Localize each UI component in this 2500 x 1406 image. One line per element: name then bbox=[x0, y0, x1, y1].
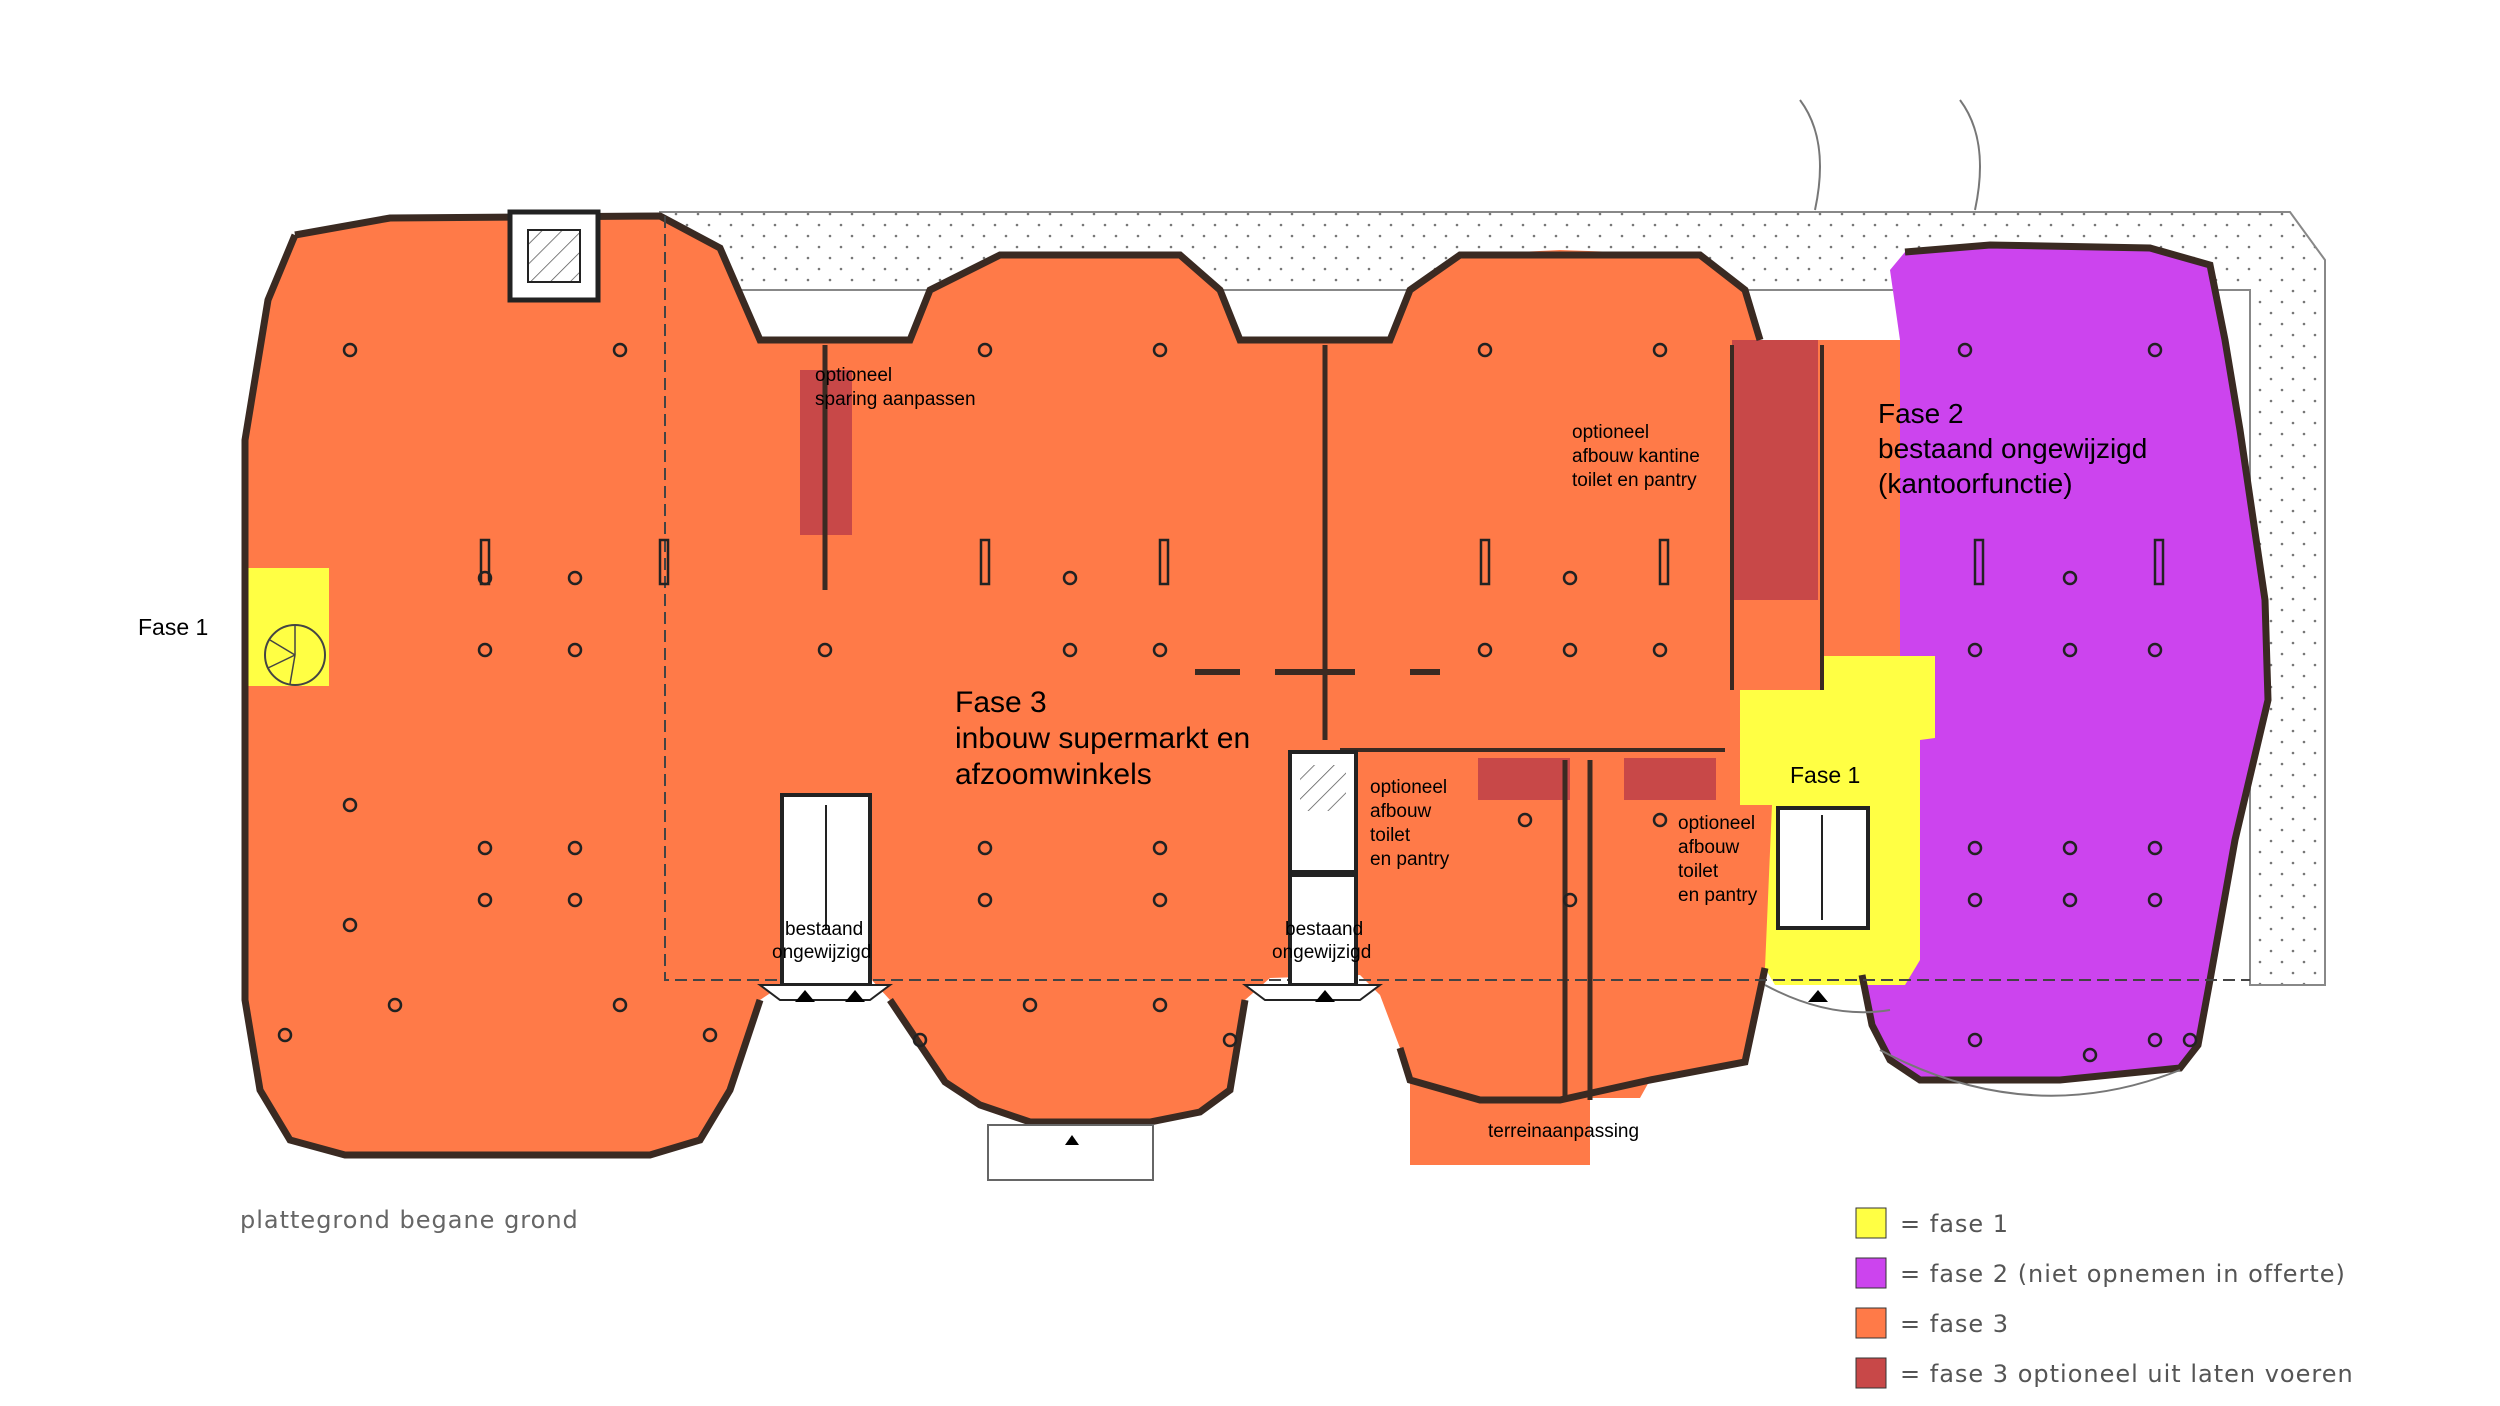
fase3-desc: afzoomwinkels bbox=[955, 758, 1152, 791]
outer-wall bbox=[241, 233, 764, 1159]
legend-swatch-fase3 bbox=[1855, 1307, 1887, 1339]
legend-swatch-fase3-optional bbox=[1855, 1357, 1887, 1389]
pillars bbox=[479, 538, 2165, 586]
entrance-marker bbox=[845, 990, 865, 1002]
stair-a-label: bestaand bbox=[785, 919, 863, 940]
fase3-area bbox=[245, 216, 1900, 1165]
optional-sparing-label: sparing aanpassen bbox=[815, 389, 976, 410]
optional-kantine-label: toilet en pantry bbox=[1572, 470, 1697, 491]
front-step-curve bbox=[1879, 1049, 2181, 1097]
optional-toilet-a-label: en pantry bbox=[1370, 849, 1450, 870]
entrance-marker bbox=[1808, 990, 1828, 1002]
optional-toilet-a-label: afbouw bbox=[1370, 801, 1432, 822]
fase2-title: Fase 2 bbox=[1878, 398, 1964, 429]
fase2-desc: (kantoorfunctie) bbox=[1878, 468, 2073, 499]
legend-swatch-fase2 bbox=[1855, 1257, 1887, 1289]
optional-kantine-label: optioneel bbox=[1572, 422, 1649, 443]
terrain-label: terreinaanpassing bbox=[1488, 1121, 1639, 1142]
optional-kantine bbox=[1732, 340, 1818, 600]
fase1-left-label: Fase 1 bbox=[138, 614, 208, 640]
legend-label: = fase 2 (niet opnemen in offerte) bbox=[1900, 1260, 2346, 1288]
outer-wall bbox=[1396, 967, 1769, 1104]
shaft-hatch bbox=[527, 229, 581, 283]
optional-toilet-b-label: afbouw bbox=[1678, 837, 1740, 858]
plan-caption: plattegrond begane grond bbox=[240, 1206, 579, 1234]
outer-wall bbox=[887, 998, 1249, 1126]
optional-toilet-b-label: toilet bbox=[1678, 861, 1719, 882]
stair-b-label: bestaand bbox=[1285, 919, 1363, 940]
outer-wall bbox=[294, 212, 1764, 344]
columns bbox=[277, 342, 2198, 1063]
fase3-desc: inbouw supermarkt en bbox=[955, 722, 1250, 755]
dashed-perimeter bbox=[664, 216, 2250, 981]
stair-core-b bbox=[1242, 750, 1383, 1001]
outer-wall-fase2 bbox=[1858, 241, 2272, 1084]
optional-kantine-label: afbouw kantine bbox=[1572, 446, 1700, 467]
fase2-desc: bestaand ongewijzigd bbox=[1878, 433, 2147, 464]
optional-toilet-a-label: toilet bbox=[1370, 825, 1411, 846]
entrance-marker bbox=[795, 990, 815, 1002]
fase3-title: Fase 3 bbox=[955, 686, 1047, 719]
fase2-area bbox=[1862, 245, 2268, 1080]
legend-swatch-fase1 bbox=[1855, 1207, 1887, 1239]
optional-sparing-label: optioneel bbox=[815, 365, 892, 386]
stair-core-a bbox=[757, 793, 893, 1001]
legend-label: = fase 3 bbox=[1900, 1310, 2009, 1338]
optional-toilet-a-label: optioneel bbox=[1370, 777, 1447, 798]
stair-b-label: ongewijzigd bbox=[1272, 942, 1371, 963]
stair-core-c bbox=[1776, 806, 1870, 930]
spiral-stair bbox=[264, 624, 326, 686]
legend-label: = fase 1 bbox=[1900, 1210, 2009, 1238]
fase1-right-label: Fase 1 bbox=[1790, 762, 1860, 788]
optional-toilet-a bbox=[1478, 758, 1570, 800]
entrance-curve bbox=[1799, 99, 1821, 211]
optional-toilet-b-label: optioneel bbox=[1678, 813, 1755, 834]
optional-toilet-b bbox=[1624, 758, 1716, 800]
front-step-curve bbox=[1764, 984, 1891, 1014]
entrance-curve bbox=[1959, 99, 1981, 211]
legend-label: = fase 3 optioneel uit laten voeren bbox=[1900, 1360, 2354, 1388]
front-step bbox=[987, 1124, 1154, 1181]
stair-a-label: ongewijzigd bbox=[772, 942, 871, 963]
optional-toilet-b-label: en pantry bbox=[1678, 885, 1758, 906]
legend: = fase 1 = fase 2 (niet opnemen in offer… bbox=[1855, 1207, 2354, 1389]
entrance-marker bbox=[1065, 1135, 1079, 1145]
entrance-marker bbox=[1315, 990, 1335, 1002]
